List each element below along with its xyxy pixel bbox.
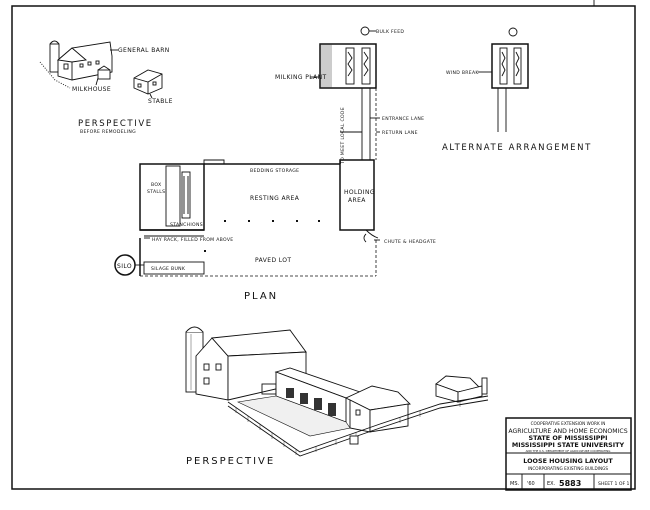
title-perspective-before: PERSPECTIVE [78, 119, 153, 129]
tb-drawing-subtitle: INCORPORATING EXISTING BUILDINGS [528, 466, 608, 471]
label-silo: SILO [117, 263, 132, 270]
label-box-stalls-1: BOX [151, 182, 161, 188]
tb-line2: AGRICULTURE AND HOME ECONOMICS [508, 428, 627, 435]
label-stanchions: STANCHIONS [170, 222, 203, 228]
title-block [505, 417, 632, 491]
label-holding-area-2: AREA [348, 197, 366, 204]
tb-line1: COOPERATIVE EXTENSION WORK IN [531, 421, 606, 426]
label-resting-area: RESTING AREA [250, 195, 300, 202]
label-wind-break: WIND BREAK [446, 70, 479, 76]
label-return-lane: RETURN LANE [382, 130, 418, 136]
sketch-milkhouse [97, 69, 111, 80]
alternate-arrangement-diagram [478, 27, 529, 132]
label-holding-area-1: HOLDING [344, 189, 375, 196]
tb-ex-label: EX. [547, 481, 556, 487]
label-to-meet-local-code: TO MEET LOCAL CODE [340, 107, 346, 165]
main-perspective-drawing [185, 326, 489, 457]
fence-posts [235, 401, 461, 455]
label-bulk-feed: BULK FEED [376, 29, 404, 35]
plan-holding-area [339, 159, 375, 231]
post-row [204, 220, 320, 252]
label-milking-plant: MILKING PLANT [275, 74, 327, 81]
title-alternate-arrangement: ALTERNATE ARRANGEMENT [442, 143, 592, 153]
milking-plant [310, 26, 380, 160]
subtitle-before-remodeling: BEFORE REMODELING [80, 129, 136, 135]
tb-line3: STATE OF MISSISSIPPI [529, 434, 608, 442]
label-entrance-lane: ENTRANCE LANE [382, 116, 424, 122]
persp-fence-line [227, 395, 489, 453]
label-milkhouse: MILKHOUSE [72, 86, 111, 93]
plan-silage-bunk [143, 261, 205, 275]
label-box-stalls-2: STALLS [147, 189, 165, 195]
before-remodeling-sketch [39, 40, 163, 99]
bulk-feed-bin [360, 26, 370, 36]
label-stable: STABLE [148, 98, 173, 105]
plan-general-barn [139, 163, 205, 231]
persp-paved-lot [236, 395, 351, 437]
title-perspective: PERSPECTIVE [186, 456, 275, 467]
tb-drawing-title: LOOSE HOUSING LAYOUT [523, 457, 613, 465]
tb-sheet: SHEET 1 OF 1 [598, 481, 630, 487]
tb-ex-number: 5883 [559, 479, 581, 488]
shed-openings [286, 388, 336, 416]
milking-plant-building [319, 43, 377, 89]
label-silage-bunk: SILAGE BUNK [151, 266, 186, 272]
floor-plan [114, 159, 380, 277]
title-plan: PLAN [244, 291, 278, 302]
tb-line5: AND THE U.S. DEPARTMENT OF AGRICULTURE C… [526, 449, 611, 453]
sheet-border [11, 5, 636, 490]
label-general-barn: GENERAL BARN [118, 47, 170, 54]
tb-state: MS. [510, 481, 519, 487]
label-bedding-storage: BEDDING STORAGE [250, 168, 299, 174]
label-paved-lot: PAVED LOT [255, 257, 292, 264]
label-hay-rack: HAY RACK, FILLED FROM ABOVE [152, 237, 234, 243]
tb-line4: MISSISSIPPI STATE UNIVERSITY [512, 441, 625, 449]
alt-milking-plant [491, 43, 529, 89]
label-chute-headgate: CHUTE & HEADGATE [384, 239, 436, 245]
persp-barn-roof [211, 329, 307, 357]
title-block-frame [505, 417, 632, 491]
tb-year: '60 [527, 481, 535, 487]
sketch-silo [49, 43, 60, 73]
